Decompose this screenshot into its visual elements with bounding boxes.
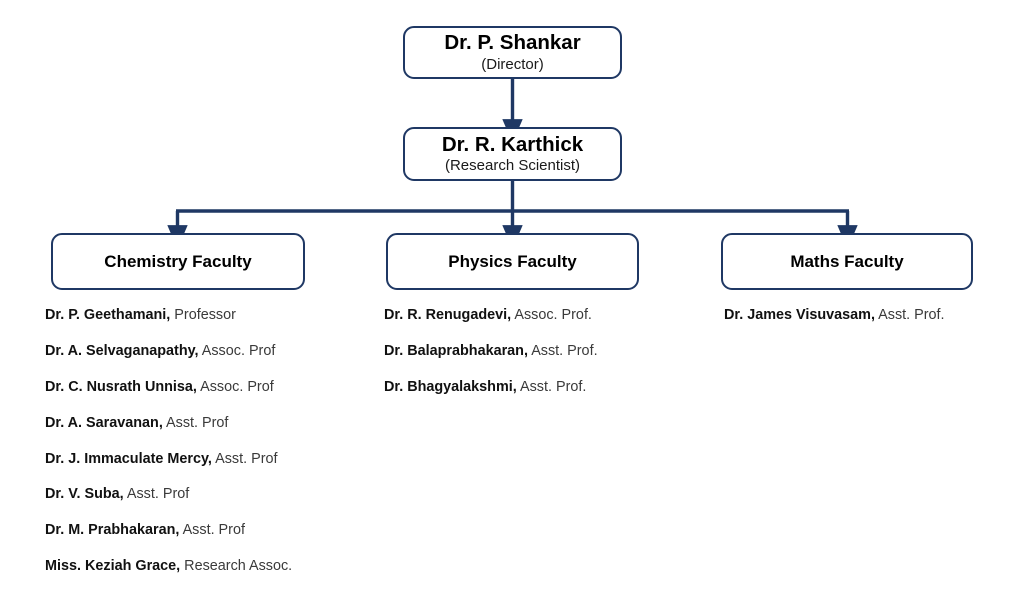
- node-maths-faculty: Maths Faculty: [721, 233, 973, 290]
- node-chemistry-faculty: Chemistry Faculty: [51, 233, 305, 290]
- director-role: (Director): [481, 55, 544, 73]
- person-role: Asst. Prof.: [527, 342, 598, 359]
- person-name: Dr. P. Geethamani,: [45, 307, 171, 323]
- person-role: Professor: [170, 307, 236, 323]
- person-role: Asst. Prof.: [516, 378, 587, 395]
- roster-item: Dr. R. Renugadevi, Assoc. Prof.: [384, 307, 598, 324]
- roster-item: Dr. V. Suba, Asst. Prof: [45, 486, 292, 503]
- maths-faculty-label: Maths Faculty: [790, 251, 904, 271]
- research-scientist-name: Dr. R. Karthick: [441, 132, 584, 156]
- roster-item: Dr. J. Immaculate Mercy, Asst. Prof: [45, 451, 292, 468]
- person-name: Dr. Bhagyalakshmi,: [384, 378, 517, 395]
- roster-item: Dr. M. Prabhakaran, Asst. Prof: [45, 522, 292, 539]
- director-name: Dr. P. Shankar: [444, 31, 581, 55]
- node-director: Dr. P. Shankar (Director): [403, 26, 622, 79]
- person-name: Miss. Keziah Grace,: [45, 558, 181, 575]
- maths-faculty-roster: Dr. James Visuvasam, Asst. Prof.: [724, 307, 945, 343]
- person-name: Dr. J. Immaculate Mercy,: [45, 450, 212, 467]
- person-name: Dr. A. Selvaganapathy,: [45, 342, 199, 359]
- roster-item: Dr. P. Geethamani, Professor: [45, 307, 292, 324]
- node-research-scientist: Dr. R. Karthick (Research Scientist): [403, 127, 622, 181]
- person-role: Asst. Prof.: [874, 307, 945, 323]
- roster-item: Dr. A. Selvaganapathy, Assoc. Prof: [45, 343, 292, 360]
- person-role: Research Assoc.: [180, 558, 293, 575]
- person-role: Asst. Prof: [179, 522, 245, 539]
- person-role: Asst. Prof: [123, 486, 190, 503]
- person-name: Dr. Balaprabhakaran,: [384, 342, 528, 359]
- roster-item: Dr. Bhagyalakshmi, Asst. Prof.: [384, 379, 598, 396]
- roster-item: Miss. Keziah Grace, Research Assoc.: [45, 558, 292, 575]
- person-name: Dr. R. Renugadevi,: [384, 307, 512, 323]
- roster-item: Dr. Balaprabhakaran, Asst. Prof.: [384, 343, 598, 360]
- person-role: Assoc. Prof.: [511, 307, 592, 323]
- person-name: Dr. James Visuvasam,: [724, 307, 875, 323]
- person-name: Dr. C. Nusrath Unnisa,: [45, 378, 197, 395]
- physics-faculty-roster: Dr. R. Renugadevi, Assoc. Prof. Dr. Balap…: [384, 307, 598, 415]
- person-role: Assoc. Prof: [198, 342, 276, 359]
- person-name: Dr. A. Saravanan,: [45, 414, 163, 431]
- person-role: Assoc. Prof: [196, 378, 274, 395]
- person-role: Asst. Prof: [162, 414, 229, 431]
- person-name: Dr. V. Suba,: [45, 486, 124, 503]
- node-physics-faculty: Physics Faculty: [386, 233, 639, 290]
- person-role: Asst. Prof: [211, 450, 278, 467]
- roster-item: Dr. James Visuvasam, Asst. Prof.: [724, 307, 945, 324]
- physics-faculty-label: Physics Faculty: [448, 251, 577, 271]
- person-name: Dr. M. Prabhakaran,: [45, 522, 180, 539]
- research-scientist-role: (Research Scientist): [444, 157, 581, 175]
- org-chart: Dr. P. Shankar (Director) Dr. R. Karthic…: [45, 26, 973, 574]
- roster-item: Dr. A. Saravanan, Asst. Prof: [45, 415, 292, 432]
- chemistry-faculty-label: Chemistry Faculty: [104, 251, 252, 271]
- roster-item: Dr. C. Nusrath Unnisa, Assoc. Prof: [45, 379, 292, 396]
